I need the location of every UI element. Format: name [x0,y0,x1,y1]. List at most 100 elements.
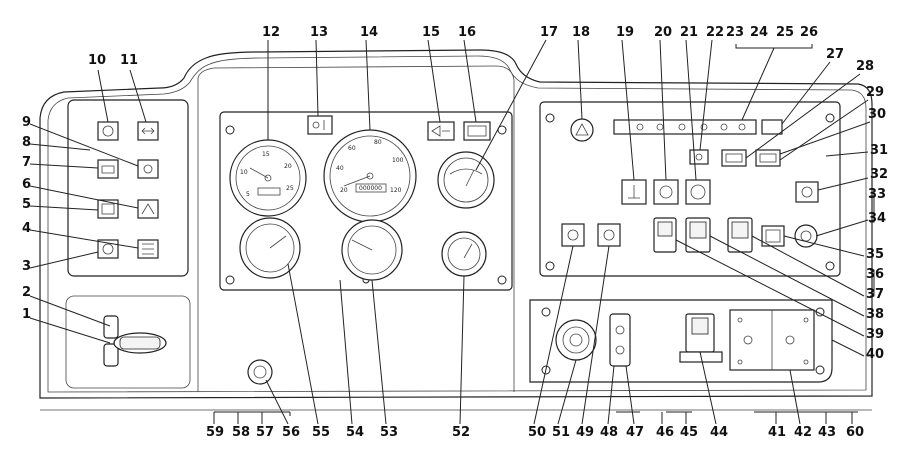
leader-52 [459,275,465,425]
callout-40: 40 [866,347,884,362]
gauge-17 [437,151,495,209]
callout-49: 49 [576,425,594,440]
callout-38: 38 [866,307,884,322]
leader-53 [371,279,387,425]
leader-28 [745,73,861,159]
leader-10 [97,69,109,123]
warning-lamp-13 [307,115,333,135]
leader-9 [29,123,139,167]
leader-2 [29,295,111,327]
gauge-53 [341,219,403,281]
indicator-strip [613,119,757,135]
callout-41: 41 [768,425,786,440]
callout-2: 2 [22,285,31,300]
switch-22[interactable] [689,149,709,165]
switch-49[interactable] [597,223,621,247]
warning-lamp-15 [427,121,455,141]
leader-14 [365,39,371,131]
callout-58: 58 [232,425,250,440]
rocker-39[interactable] [653,217,677,253]
leader-17 [475,39,547,171]
speedo-tick-6: 120 [390,187,402,194]
socket-56[interactable] [247,359,273,385]
switch-29[interactable] [721,149,747,167]
switch-21[interactable] [685,179,711,205]
callout-12: 12 [262,25,280,40]
callout-30: 30 [868,107,886,122]
ignition-area [65,295,191,389]
switch-32[interactable] [795,181,819,203]
speedo-tick-5: 100 [392,157,404,164]
callout-37: 37 [866,287,884,302]
callout-42: 42 [794,425,812,440]
switch-4[interactable] [137,239,159,259]
callout-5: 5 [22,197,31,212]
switch-30[interactable] [755,149,781,167]
leader-5 [29,205,99,211]
switch-10[interactable] [97,121,119,141]
leader-50 [533,245,574,425]
instrument-cluster: 5 10 15 20 25 000000 20 40 60 80 100 120 [219,111,513,291]
leader-42 [789,369,801,425]
rocker-38[interactable] [685,217,711,253]
speedo-tick-2: 40 [336,165,344,172]
callout-36: 36 [866,267,884,282]
leader-30 [779,121,871,155]
control-box-42[interactable] [729,309,815,371]
tacho-tick-1: 5 [246,191,250,198]
callout-34: 34 [868,211,886,226]
callout-6: 6 [22,177,31,192]
switch-9[interactable] [137,159,159,179]
callout-43: 43 [818,425,836,440]
callout-46: 46 [656,425,674,440]
callout-32: 32 [870,167,888,182]
switch-7[interactable] [97,159,119,179]
knob-34[interactable] [794,224,818,248]
callout-39: 39 [866,327,884,342]
switch-3[interactable] [97,239,119,259]
leader-39 [675,239,865,337]
tacho-tick-4: 20 [284,163,292,170]
callout-16: 16 [458,25,476,40]
callout-18: 18 [572,25,590,40]
left-switch-panel [67,99,189,277]
leader-20 [659,39,667,181]
callout-56: 56 [282,425,300,440]
leader-37 [751,235,865,297]
switch-6[interactable] [137,199,159,219]
switch-5[interactable] [97,199,119,219]
rocker-37[interactable] [727,217,753,253]
switch-19[interactable] [621,179,647,205]
callout-59: 59 [206,425,224,440]
leader-22 [699,39,713,151]
switch-11[interactable] [137,121,159,141]
ignition-lower-key[interactable] [103,343,119,367]
speedo-tick-4: 80 [374,139,382,146]
callout-8: 8 [22,135,31,150]
callout-52: 52 [452,425,470,440]
starter-button[interactable] [555,319,597,361]
switch-block-47[interactable] [609,313,631,367]
hazard-switch[interactable] [570,118,594,142]
callout-19: 19 [616,25,634,40]
ignition-upper-key[interactable] [103,315,119,339]
callout-28: 28 [856,59,874,74]
switch-50[interactable] [561,223,585,247]
switch-27[interactable] [761,119,783,135]
callout-51: 51 [552,425,570,440]
leader-48 [607,365,615,425]
switch-20[interactable] [653,179,679,205]
callout-50: 50 [528,425,546,440]
switch-35[interactable] [761,225,785,247]
callout-60: 60 [846,425,864,440]
leader-24 [741,47,775,121]
callout-25: 25 [776,25,794,40]
tacho-tick-3: 15 [262,151,270,158]
callout-9: 9 [22,115,31,130]
leader-18 [577,39,583,120]
callout-3: 3 [22,259,31,274]
callout-31: 31 [870,143,888,158]
callout-15: 15 [422,25,440,40]
